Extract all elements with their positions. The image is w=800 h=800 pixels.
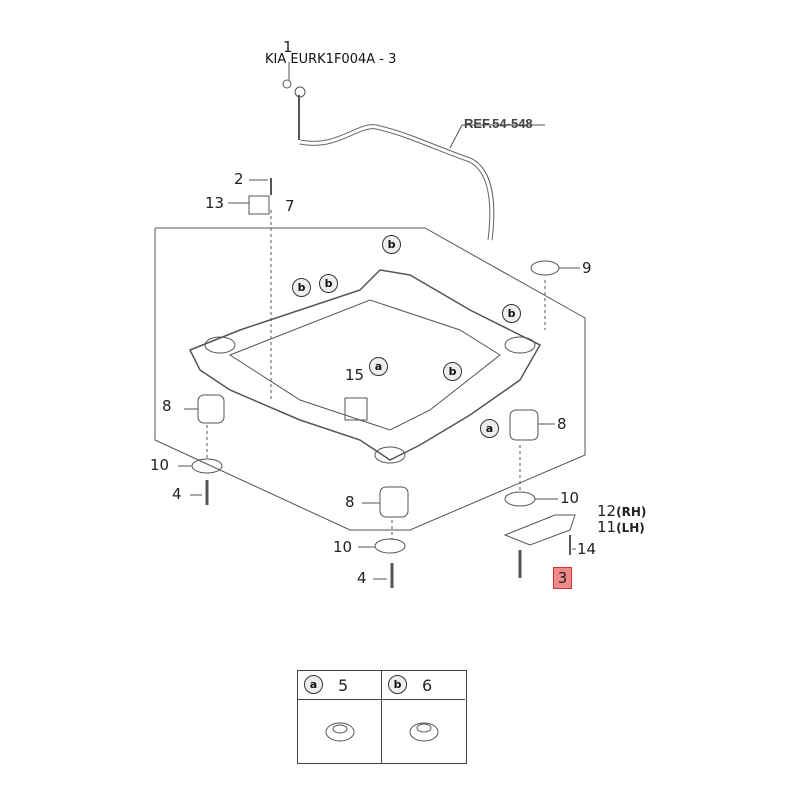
marker-b: b xyxy=(443,362,462,381)
legend-marker-b: b xyxy=(388,675,407,694)
callout-14[interactable]: 14 xyxy=(577,540,597,558)
legend-cell-a: a 5 xyxy=(298,671,382,763)
subframe xyxy=(188,269,542,461)
marker-b: b xyxy=(319,274,338,293)
marker-b: b xyxy=(382,235,401,254)
marker-b: b xyxy=(502,304,521,323)
callout-12-number: 12 xyxy=(597,502,617,520)
callout-8[interactable]: 8 xyxy=(557,415,567,433)
callout-13[interactable]: 13 xyxy=(205,194,225,212)
callout-4[interactable]: 4 xyxy=(172,485,182,503)
legend-marker-a: a xyxy=(304,675,323,694)
callout-3-highlighted[interactable]: 3 xyxy=(553,567,572,589)
callout-8[interactable]: 8 xyxy=(162,397,172,415)
callout-12[interactable]: 12(RH) xyxy=(597,504,646,520)
part-15 xyxy=(344,397,368,421)
assembly-frame-outline xyxy=(154,227,586,531)
stabilizer-bar xyxy=(299,124,495,241)
callout-11-number: 11 xyxy=(597,518,617,536)
callout-11-side: (LH) xyxy=(616,521,645,535)
marker-b: b xyxy=(292,278,311,297)
washer-10 xyxy=(191,260,560,554)
reference-link[interactable]: REF.54-548 xyxy=(464,116,533,131)
legend-cell-b: b 6 xyxy=(382,671,465,763)
marker-a: a xyxy=(480,419,499,438)
bushing-8 xyxy=(197,394,539,518)
callout-10[interactable]: 10 xyxy=(150,456,170,474)
plug-icon xyxy=(409,722,439,742)
callout-1[interactable]: 1 xyxy=(283,38,293,56)
callout-12-side: (RH) xyxy=(616,505,647,519)
callout-7[interactable]: 7 xyxy=(285,197,295,215)
callout-2[interactable]: 2 xyxy=(234,170,244,188)
part-13 xyxy=(248,195,270,215)
callout-10[interactable]: 10 xyxy=(560,489,580,507)
bracket-11-12 xyxy=(503,514,576,546)
diagram-title: KIA EURK1F004A - 3 xyxy=(265,52,397,67)
callout-11[interactable]: 11(LH) xyxy=(597,520,645,536)
callout-15[interactable]: 15 xyxy=(345,366,365,384)
callout-10[interactable]: 10 xyxy=(333,538,353,556)
callout-8[interactable]: 8 xyxy=(345,493,355,511)
plug-icon xyxy=(325,722,355,742)
plug-legend-table: a 5 b 6 xyxy=(297,670,467,764)
legend-part-6[interactable]: 6 xyxy=(422,676,433,695)
callout-9[interactable]: 9 xyxy=(582,259,592,277)
marker-a: a xyxy=(369,357,388,376)
legend-part-5[interactable]: 5 xyxy=(338,676,349,695)
callout-4[interactable]: 4 xyxy=(357,569,367,587)
bolt-4 xyxy=(205,480,522,588)
